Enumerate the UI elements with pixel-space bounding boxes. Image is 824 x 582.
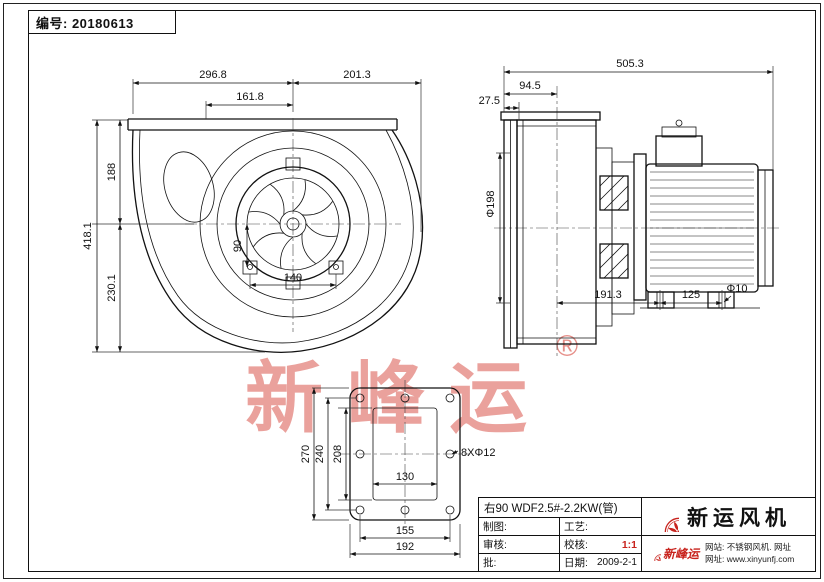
brand-fan-logo-icon [649,502,679,532]
dim-label: 230.1 [106,274,118,302]
date-label: 日期: [564,557,588,569]
side-view: 505.3 94.5 27.5 Φ198 191.3 125 Φ10 [479,58,782,358]
table-row: 批: 日期: 2009-2-1 [479,554,641,571]
brand-name: 新运风机 [687,506,791,530]
dim-label: 192 [396,541,414,553]
model-designation: 右90 WDF2.5#-2.2KW(管) [479,498,641,518]
title-block-brand-area: 新运风机 新峰运 网站: 不锈钢风机. 网址 网址: www.xinyunfj.… [642,498,815,571]
doc-number-box: 编号: 20180613 [28,10,176,34]
table-row: 审核: 校核: 1:1 [479,536,641,554]
title-block-table: 右90 WDF2.5#-2.2KW(管) 制图: 工艺: 审核: 校核: [479,498,642,571]
brand-small-logo-icon [647,547,661,561]
dim-label: 27.5 [479,95,500,107]
site-line-1: 网站: 不锈钢风机. 网址 [705,541,791,552]
dim-label: 90 [232,240,244,252]
dim-label: 418.1 [82,222,94,250]
drawing-frame [28,10,816,572]
impeller-blades [248,179,338,269]
dim-label: Φ10 [726,283,747,295]
title-block: 右90 WDF2.5#-2.2KW(管) 制图: 工艺: 审核: 校核: [478,497,816,572]
flange-view: 270 240 208 130 155 192 8XΦ12 [300,380,495,558]
registered-mark: ® [556,330,578,363]
process-label: 工艺: [564,521,588,533]
dim-label: 208 [332,445,344,463]
dim-label: 161.8 [236,91,264,103]
dim-label: 191.3 [594,289,622,301]
dim-label: 130 [396,471,414,483]
dim-label: 94.5 [519,80,540,92]
dim-label: 296.8 [199,69,227,81]
front-view: 296.8 201.3 161.8 418.1 188 230.1 90 140 [82,69,424,353]
dim-label: 188 [106,163,118,181]
scale-value: 1:1 [621,538,637,551]
dim-label: 240 [314,445,326,463]
dim-label: 8XΦ12 [461,447,495,459]
watermark: ® 新峰运 [245,330,578,444]
sheet-outer-border [3,3,821,579]
drawn-by-label: 制图: [483,521,507,533]
dim-label: 140 [284,272,302,284]
doc-number-label: 编号: 20180613 [36,15,134,31]
approved-label: 批: [483,557,497,569]
watermark-brand-text: 新峰运 [245,353,551,444]
dim-label: 505.3 [616,58,644,70]
table-row: 制图: 工艺: [479,518,641,536]
site-line-2: 网址: www.xinyunfj.com [705,553,795,564]
checked-by-label: 审核: [483,539,507,551]
dim-label: 125 [682,289,700,301]
brand-script: 新峰运 [663,547,700,561]
dim-label: 201.3 [343,69,371,81]
dim-label: 270 [300,445,312,463]
dim-label: Φ198 [485,190,497,217]
dim-label: 155 [396,525,414,537]
proof-label: 校核: [564,539,588,551]
date-value: 2009-2-1 [596,557,637,568]
